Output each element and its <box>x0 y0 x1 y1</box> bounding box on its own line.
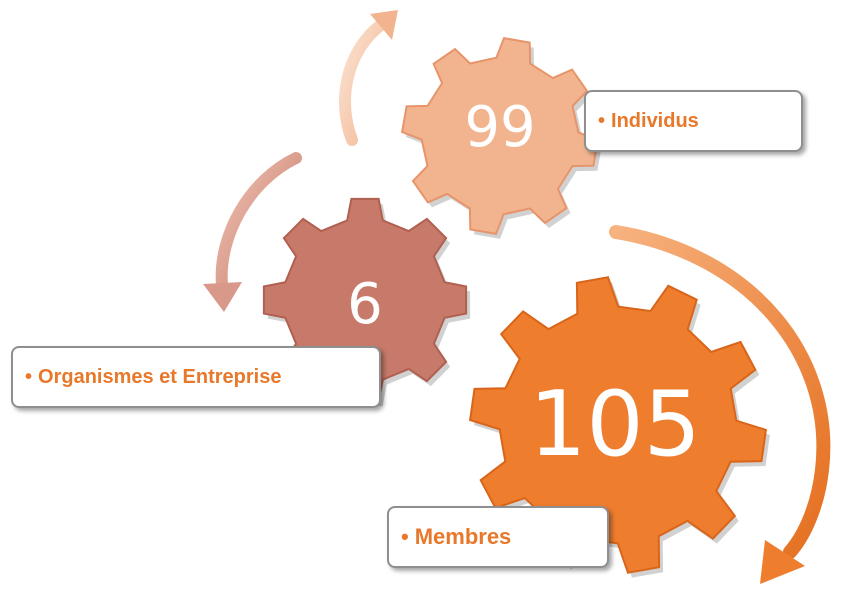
label-individus: • Individus <box>584 90 803 152</box>
cycle-arrow-top <box>339 10 398 146</box>
cycle-arrow-left <box>203 152 302 312</box>
gear-value-organismes: 6 <box>347 272 383 337</box>
gear-body <box>468 276 768 574</box>
gear-value-membres: 105 <box>529 372 701 477</box>
gear-membres <box>468 276 770 578</box>
label-bullet: • <box>598 109 606 132</box>
label-text-membres: Membres <box>414 524 512 549</box>
label-bullet: • <box>25 365 33 388</box>
cycle-arrow-right <box>609 225 831 584</box>
label-organismes: • Organismes et Entreprise <box>11 346 381 408</box>
gear-value-individus: 99 <box>464 95 536 160</box>
label-bullet: • <box>401 524 409 549</box>
label-membres: • Membres <box>387 506 609 568</box>
label-text-organismes: Organismes et Entreprise <box>38 365 282 388</box>
label-text-individus: Individus <box>611 109 699 132</box>
gear-body <box>400 36 600 236</box>
gear-individus <box>400 36 602 239</box>
